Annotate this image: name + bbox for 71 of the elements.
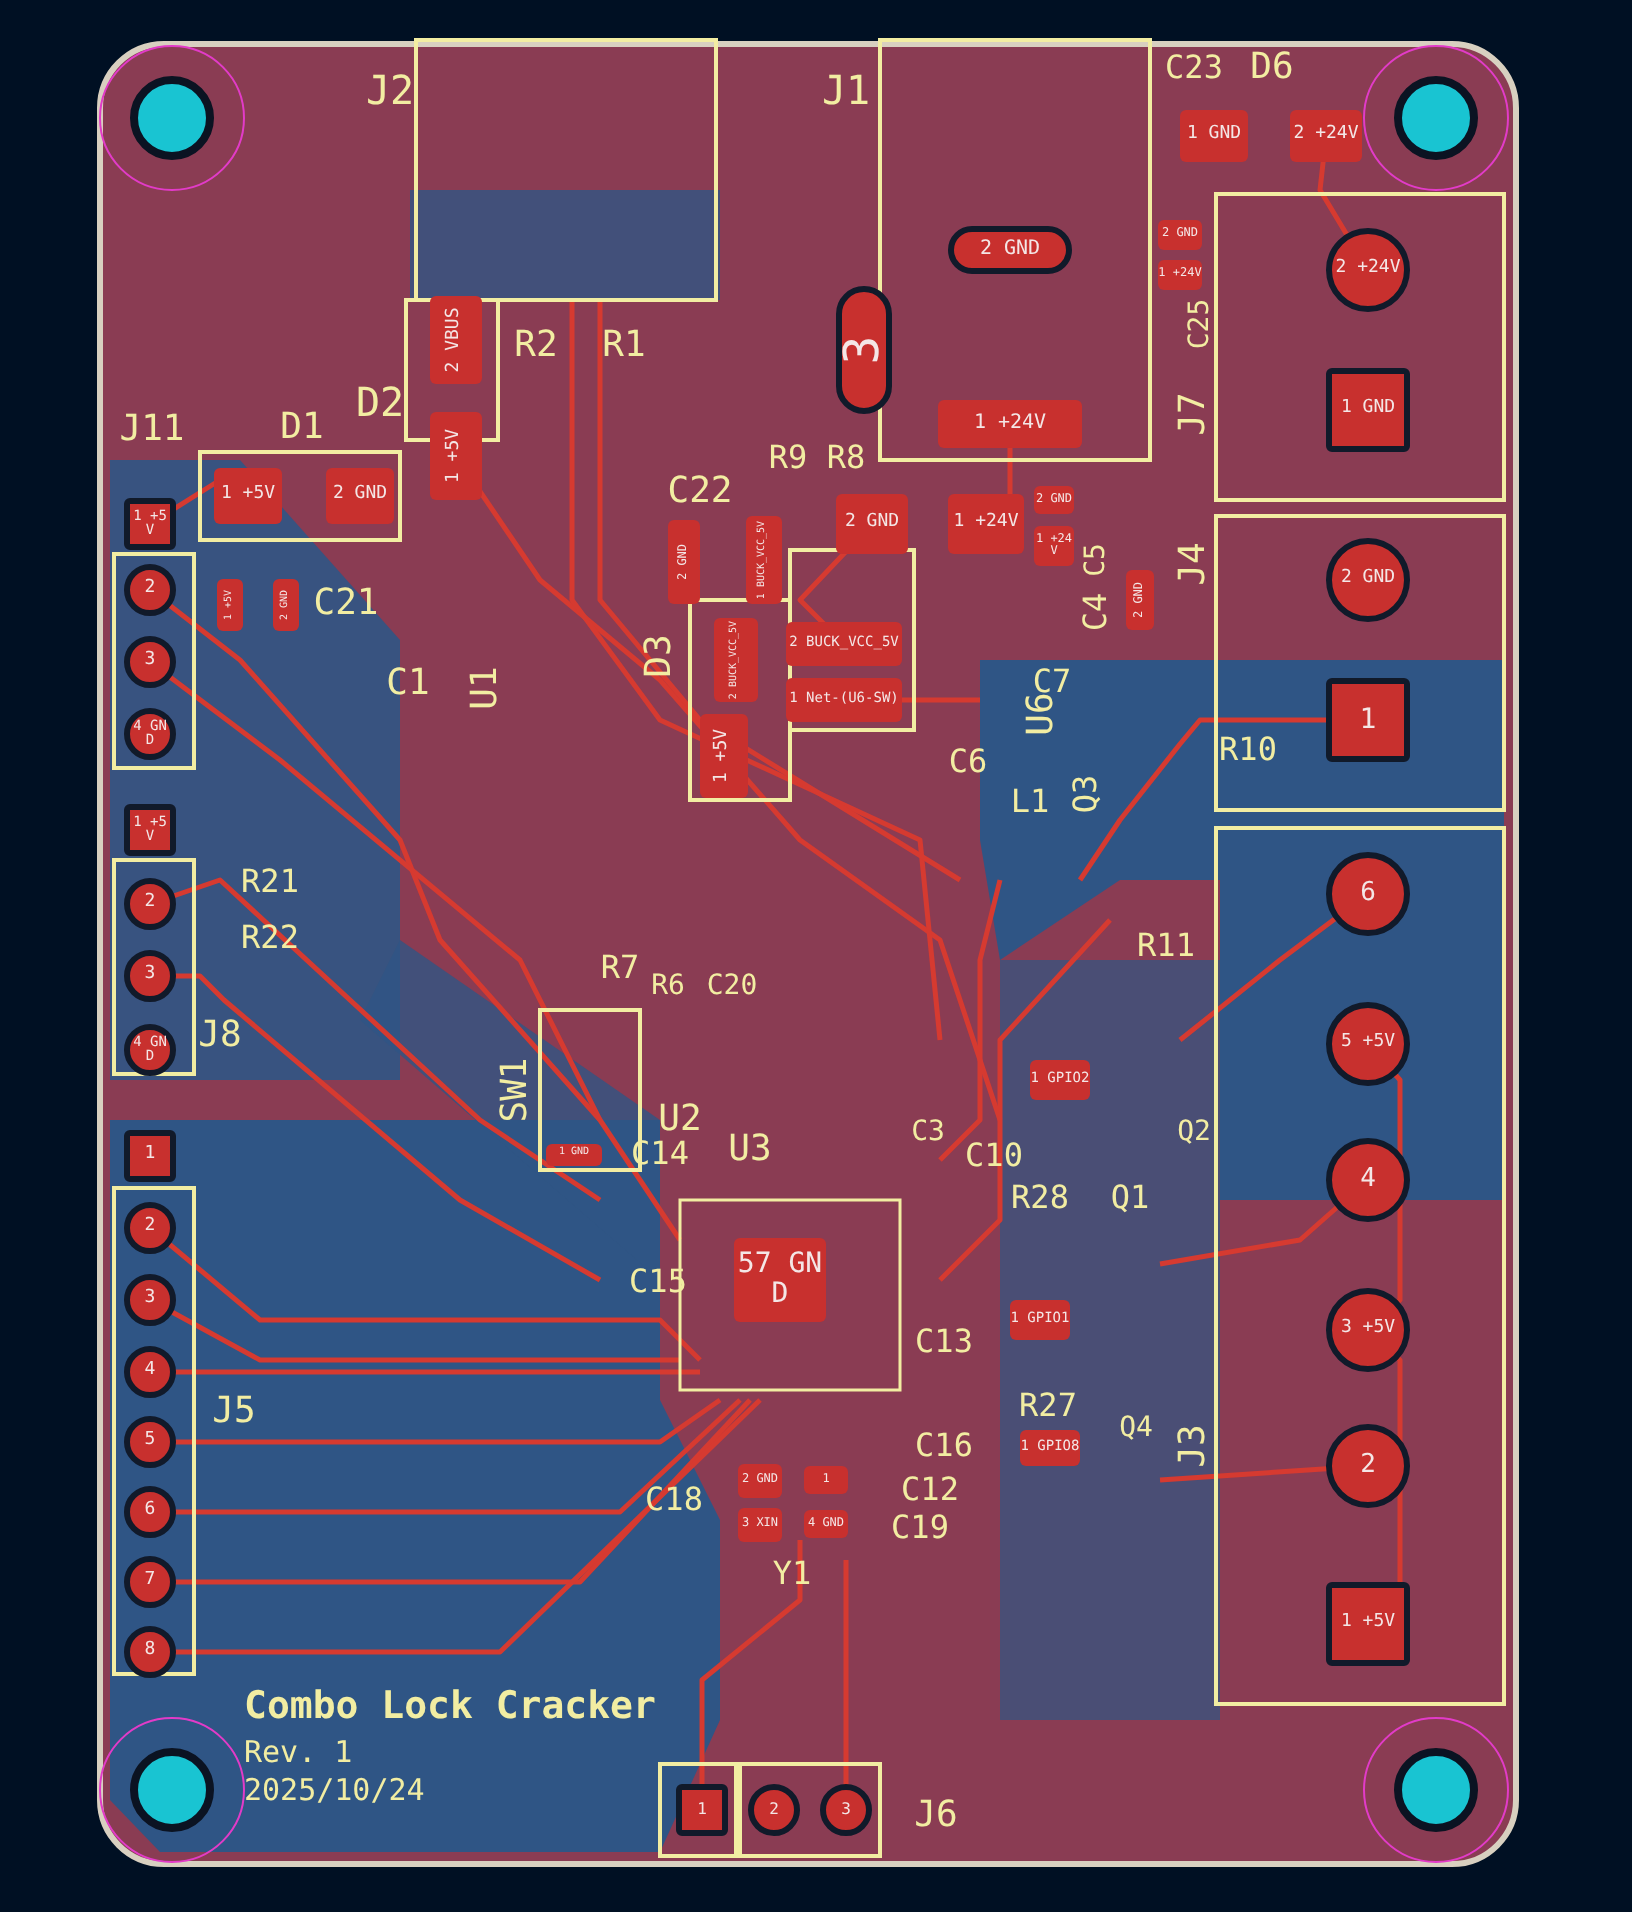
solder-pad: 1 +24V — [948, 494, 1024, 554]
reference-designator: Q1 — [1110, 1182, 1150, 1214]
reference-designator: R21 — [241, 866, 299, 898]
reference-designator: C3 — [911, 1118, 945, 1146]
solder-pad: 1 — [1326, 678, 1410, 762]
solder-pad: 2 +24V — [1290, 110, 1362, 162]
reference-designator: J1 — [821, 70, 871, 110]
reference-designator: C22 — [667, 474, 733, 510]
reference-designator: J3 — [1176, 1424, 1212, 1468]
reference-designator: C20 — [706, 972, 758, 1000]
reference-designator: D6 — [1250, 50, 1294, 86]
reference-designator: C10 — [965, 1140, 1023, 1172]
reference-designator: Y1 — [772, 1558, 812, 1590]
solder-pad: 1 +5V — [1326, 1582, 1410, 1666]
reference-designator: D3 — [642, 634, 678, 678]
solder-pad: 1 +24V — [938, 400, 1082, 448]
solder-pad: 3 — [836, 286, 892, 414]
reference-designator: R1 — [602, 328, 646, 364]
reference-designator: C5 — [1082, 543, 1110, 577]
solder-pad: 2 VBUS — [430, 296, 482, 384]
reference-designator: J11 — [119, 412, 185, 448]
reference-designator: J2 — [365, 70, 415, 110]
solder-pad: 1 — [676, 1784, 728, 1836]
reference-designator: C13 — [915, 1326, 973, 1358]
reference-designator: C19 — [891, 1512, 949, 1544]
reference-designator: C6 — [948, 746, 988, 778]
reference-designator: R2 — [514, 328, 558, 364]
reference-designator: R27 — [1019, 1390, 1077, 1422]
reference-designator: D2 — [355, 382, 405, 422]
reference-designator: U1 — [468, 666, 504, 710]
reference-designator: C21 — [313, 586, 379, 622]
reference-designator: D1 — [280, 410, 324, 446]
reference-designator: Q3 — [1070, 774, 1102, 814]
reference-designator: SW1 — [498, 1057, 534, 1123]
solder-pad: 57 GND — [734, 1238, 826, 1322]
reference-designator: R7 — [600, 952, 640, 984]
reference-designator: U3 — [728, 1132, 772, 1168]
reference-designator: J5 — [212, 1394, 256, 1430]
reference-designator: R8 — [826, 442, 866, 474]
date-label: 2025/10/24 — [244, 1775, 425, 1805]
reference-designator: R10 — [1219, 734, 1277, 766]
reference-designator: R11 — [1137, 930, 1195, 962]
solder-pad: 1 +5V — [700, 714, 748, 798]
solder-pad: 2 GND — [836, 494, 908, 554]
reference-designator: J4 — [1176, 542, 1212, 586]
reference-designator: U6 — [1024, 692, 1060, 736]
board-title: Combo Lock Cracker — [244, 1687, 656, 1725]
reference-designator: C4 — [1080, 592, 1112, 632]
reference-designator: J7 — [1176, 392, 1212, 436]
reference-designator: C25 — [1186, 298, 1214, 350]
solder-pad: 1 GND — [1326, 368, 1410, 452]
solder-pad: 1 GND — [1180, 110, 1248, 162]
reference-designator: C23 — [1165, 52, 1223, 84]
reference-designator: R6 — [651, 972, 685, 1000]
reference-designator: L1 — [1010, 786, 1050, 818]
solder-pad: 2 GND — [326, 468, 394, 524]
reference-designator: J6 — [914, 1798, 958, 1834]
reference-designator: J8 — [198, 1018, 242, 1054]
revision-label: Rev. 1 — [244, 1737, 353, 1767]
reference-designator: C1 — [386, 666, 430, 702]
solder-pad: 1 +5V — [214, 468, 282, 524]
reference-designator: R28 — [1011, 1182, 1069, 1214]
reference-designator: Q2 — [1177, 1118, 1211, 1146]
solder-pad: 2 GND — [948, 226, 1072, 274]
solder-pad: 1 +5V — [430, 412, 482, 500]
reference-designator: C16 — [915, 1430, 973, 1462]
reference-designator: U2 — [658, 1102, 702, 1138]
solder-pad: 1 — [124, 1130, 176, 1182]
reference-designator: R9 — [768, 442, 808, 474]
reference-designator: Q4 — [1119, 1414, 1153, 1442]
reference-designator: C12 — [901, 1474, 959, 1506]
